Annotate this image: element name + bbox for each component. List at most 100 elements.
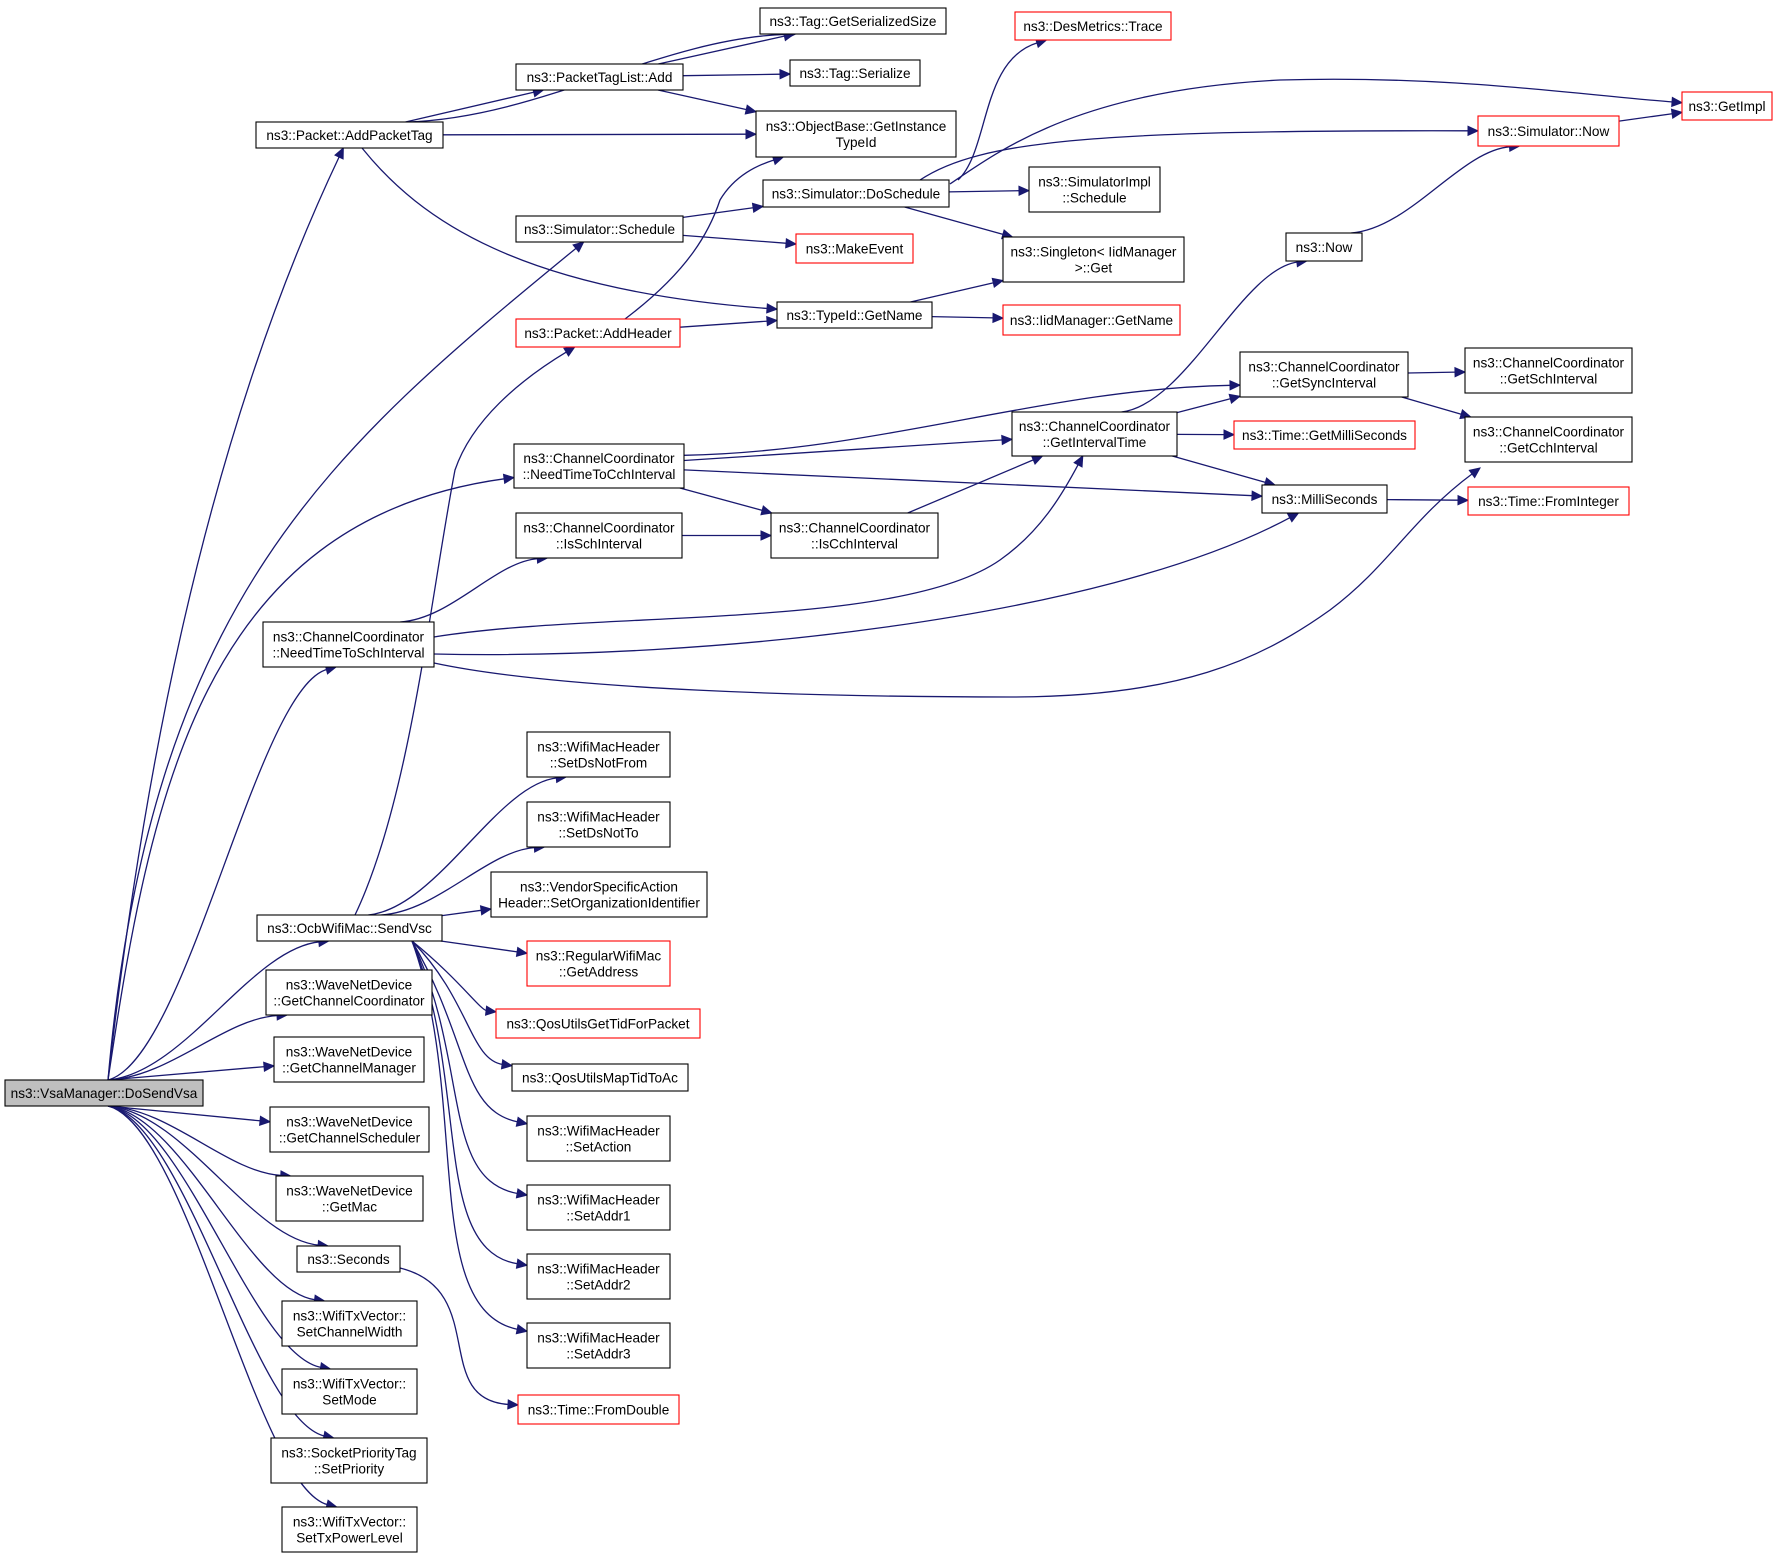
node-wtv-setchannelwidth[interactable]: ns3::WifiTxVector::SetChannelWidth	[281, 1300, 418, 1347]
node-vsah-setorgid[interactable]: ns3::VendorSpecificActionHeader::SetOrga…	[490, 871, 708, 918]
node-box	[1681, 91, 1773, 121]
node-box	[1464, 347, 1633, 394]
edge-cc_getsyncinterval-to-cc_getschinterval	[1407, 371, 1457, 374]
node-seconds[interactable]: ns3::Seconds	[296, 1245, 401, 1273]
node-time-getmilliseconds[interactable]: ns3::Time::GetMilliSeconds	[1233, 420, 1416, 450]
node-cc-iscchinterval[interactable]: ns3::ChannelCoordinator::IsCchInterval	[770, 512, 939, 559]
node-wmh-setaddr1[interactable]: ns3::WifiMacHeader::SetAddr1	[526, 1184, 671, 1231]
node-wnd-getchannelscheduler[interactable]: ns3::WaveNetDevice::GetChannelScheduler	[269, 1106, 430, 1153]
node-cc-getsyncinterval[interactable]: ns3::ChannelCoordinator::GetSyncInterval	[1239, 351, 1409, 398]
node-milliseconds[interactable]: ns3::MilliSeconds	[1261, 484, 1388, 514]
node-box	[789, 59, 921, 87]
edge-packet_addpackettag-to-objectbase_getinstancetypeid	[442, 133, 748, 136]
node-label: ns3::SimulatorImpl	[1038, 175, 1151, 190]
edge-ocb_sendvsc-to-qosutils_gettidforpacket	[411, 940, 488, 1012]
node-box	[515, 512, 683, 559]
node-label: ns3::GetImpl	[1688, 99, 1765, 114]
arrowhead-wnd_getchannelscheduler	[259, 1115, 272, 1126]
node-label: ns3::IidManager::GetName	[1010, 313, 1173, 328]
node-box	[770, 512, 939, 559]
node-desmetrics-trace[interactable]: ns3::DesMetrics::Trace	[1014, 11, 1172, 41]
node-regularwifimac-getaddress[interactable]: ns3::RegularWifiMac::GetAddress	[526, 940, 671, 987]
node-cc-getintervaltime[interactable]: ns3::ChannelCoordinator::GetIntervalTime	[1011, 411, 1178, 457]
edge-cc_getintervaltime-to-now	[1121, 261, 1298, 413]
edge-simulator_now-to-getimpl	[1618, 112, 1674, 122]
node-cc-needtimetoschinterval[interactable]: ns3::ChannelCoordinator::NeedTimeToSchIn…	[262, 621, 435, 668]
node-box	[776, 301, 933, 329]
node-time-frominteger[interactable]: ns3::Time::FromInteger	[1467, 486, 1630, 516]
node-label: ns3::ObjectBase::GetInstance	[766, 119, 947, 134]
node-wmh-setdsnotto[interactable]: ns3::WifiMacHeader::SetDsNotTo	[526, 801, 671, 848]
node-box	[526, 731, 671, 778]
node-simulator-schedule[interactable]: ns3::Simulator::Schedule	[515, 215, 684, 243]
node-label: ::GetMac	[322, 1200, 377, 1215]
node-tag-getserializedsize[interactable]: ns3::Tag::GetSerializedSize	[759, 7, 947, 35]
node-cc-getcchinterval[interactable]: ns3::ChannelCoordinator::GetCchInterval	[1464, 416, 1633, 463]
node-singleton-get[interactable]: ns3::Singleton< IidManager>::Get	[1002, 236, 1185, 283]
node-vsa-dosendvsa[interactable]: ns3::VsaManager::DoSendVsa	[4, 1079, 204, 1107]
node-label: ::SetAction	[566, 1140, 632, 1155]
node-simulator-now[interactable]: ns3::Simulator::Now	[1477, 115, 1620, 147]
node-cc-isschinterval[interactable]: ns3::ChannelCoordinator::IsSchInterval	[515, 512, 683, 559]
edge-vsa_dosendvsa-to-wnd_getchannelscheduler	[107, 1105, 262, 1122]
node-wnd-getchannelcoordinator[interactable]: ns3::WaveNetDevice::GetChannelCoordinato…	[265, 969, 433, 1016]
node-label: ns3::WifiMacHeader	[537, 1124, 660, 1139]
node-packet-addheader[interactable]: ns3::Packet::AddHeader	[515, 318, 681, 348]
node-now[interactable]: ns3::Now	[1285, 232, 1363, 262]
edge-vsa_dosendvsa-to-wnd_getchannelmanager	[107, 1065, 266, 1081]
arrowhead-iidmanager_getname	[992, 312, 1005, 324]
node-simulatorimpl-schedule[interactable]: ns3::SimulatorImpl::Schedule	[1028, 166, 1161, 213]
node-getimpl[interactable]: ns3::GetImpl	[1681, 91, 1773, 121]
node-simulator-doschedule[interactable]: ns3::Simulator::DoSchedule	[762, 179, 950, 208]
node-tag-serialize[interactable]: ns3::Tag::Serialize	[789, 59, 921, 87]
node-box	[526, 1253, 671, 1300]
node-label: ns3::WaveNetDevice	[286, 1184, 412, 1199]
node-box	[256, 914, 443, 942]
node-wmh-setaction[interactable]: ns3::WifiMacHeader::SetAction	[526, 1115, 671, 1162]
node-qosutils-maptidtoac[interactable]: ns3::QosUtilsMapTidToAc	[511, 1063, 689, 1092]
node-label: ns3::ChannelCoordinator	[523, 521, 675, 536]
edge-milliseconds-to-time_frominteger	[1386, 498, 1460, 501]
node-wtv-setmode[interactable]: ns3::WifiTxVector::SetMode	[281, 1368, 418, 1415]
node-box	[1002, 236, 1185, 283]
node-label: ns3::ChannelCoordinator	[779, 521, 931, 536]
edge-vsa_dosendvsa-to-wtv_setmode	[107, 1105, 322, 1369]
node-packet-addpackettag[interactable]: ns3::Packet::AddPacketTag	[255, 121, 444, 149]
node-iidmanager-getname[interactable]: ns3::IidManager::GetName	[1002, 304, 1181, 336]
arrowhead-cc_getintervaltime	[1001, 434, 1014, 446]
edge-cc_needtimetoschinterval-to-cc_isschinterval	[400, 557, 539, 623]
node-label: ns3::MilliSeconds	[1272, 492, 1378, 507]
edge-simulator_doschedule-to-simulatorimpl_schedule	[948, 190, 1021, 193]
node-label: ns3::Singleton< IidManager	[1011, 245, 1177, 260]
arrowhead-cc_iscchinterval	[760, 530, 773, 541]
node-makeevent[interactable]: ns3::MakeEvent	[795, 233, 914, 264]
node-wnd-getchannelmanager[interactable]: ns3::WaveNetDevice::GetChannelManager	[273, 1036, 425, 1083]
edges-layer	[107, 29, 1684, 1510]
node-box	[755, 110, 957, 158]
node-cc-getschinterval[interactable]: ns3::ChannelCoordinator::GetSchInterval	[1464, 347, 1633, 394]
node-wmh-setdsnotfrom[interactable]: ns3::WifiMacHeader::SetDsNotFrom	[526, 731, 671, 778]
arrowhead-wmh_setaddr1	[515, 1188, 529, 1199]
edge-ocb_sendvsc-to-qosutils_maptidtoac	[411, 940, 504, 1066]
node-label: ns3::Tag::GetSerializedSize	[770, 14, 937, 29]
node-ocb-sendvsc[interactable]: ns3::OcbWifiMac::SendVsc	[256, 914, 443, 942]
node-label: ::SetAddr1	[566, 1209, 630, 1224]
node-wnd-getmac[interactable]: ns3::WaveNetDevice::GetMac	[275, 1175, 424, 1222]
node-cc-needtimetocchinterval[interactable]: ns3::ChannelCoordinator::NeedTimeToCchIn…	[513, 443, 685, 489]
node-packettaglist-add[interactable]: ns3::PacketTagList::Add	[515, 63, 684, 91]
node-wmh-setaddr2[interactable]: ns3::WifiMacHeader::SetAddr2	[526, 1253, 671, 1300]
edge-packet_addpackettag-to-typeid_getname	[361, 147, 769, 310]
node-time-fromdouble[interactable]: ns3::Time::FromDouble	[517, 1394, 680, 1425]
node-wtv-settxpowerlevel[interactable]: ns3::WifiTxVector::SetTxPowerLevel	[281, 1506, 418, 1553]
arrowhead-cc_getintervaltime	[1073, 454, 1084, 468]
node-spt-setpriority[interactable]: ns3::SocketPriorityTag::SetPriority	[270, 1437, 428, 1484]
edge-simulator_schedule-to-simulator_doschedule	[682, 206, 755, 219]
node-wmh-setaddr3[interactable]: ns3::WifiMacHeader::SetAddr3	[526, 1322, 671, 1369]
node-typeid-getname[interactable]: ns3::TypeId::GetName	[776, 301, 933, 329]
edge-vsa_dosendvsa-to-wnd_getchannelcoordinator	[107, 1014, 279, 1081]
node-box	[281, 1300, 418, 1347]
edge-vsa_dosendvsa-to-ocb_sendvsc	[107, 941, 320, 1081]
node-qosutils-gettidforpacket[interactable]: ns3::QosUtilsGetTidForPacket	[495, 1008, 701, 1039]
